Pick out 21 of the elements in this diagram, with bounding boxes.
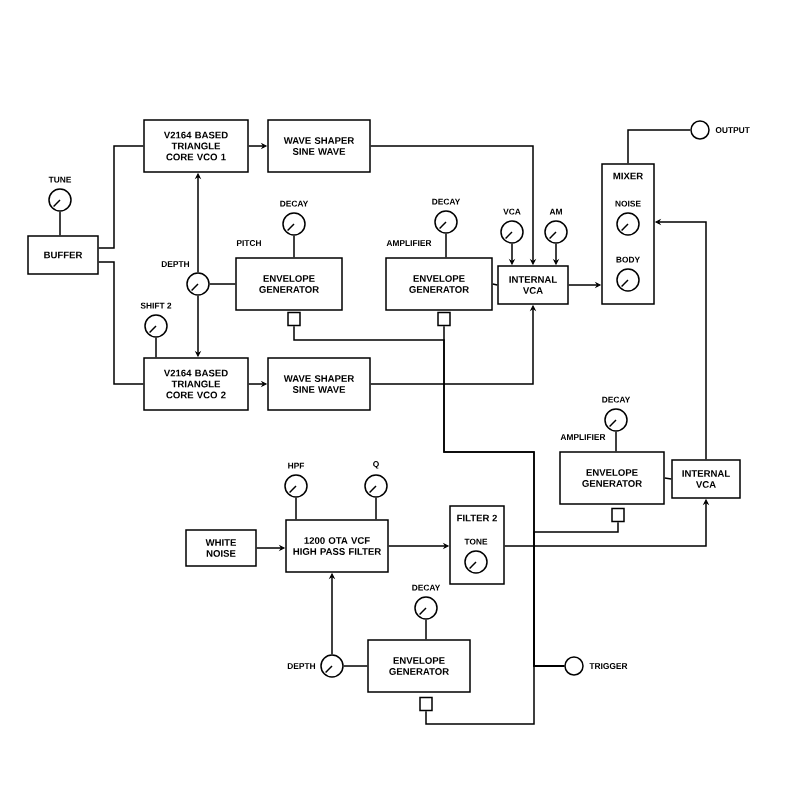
connector-line: [59, 211, 61, 236]
connector-line: [98, 261, 144, 385]
connector-line: [445, 233, 447, 258]
connector-line: [615, 431, 617, 452]
connector-line: [155, 337, 157, 358]
connector-line: [98, 145, 144, 249]
connector-line: [375, 497, 377, 520]
connector-line: [295, 497, 297, 520]
connector-line: [664, 477, 672, 480]
connector-line: [627, 129, 691, 164]
connector-line: [209, 283, 236, 285]
connector-line: [425, 665, 565, 725]
small-square: [611, 507, 625, 523]
connector-line: [492, 283, 498, 286]
connector-line: [343, 665, 368, 667]
small-square: [419, 696, 433, 712]
small-square: [287, 311, 301, 327]
small-square: [437, 311, 451, 327]
connector-line: [293, 235, 295, 258]
connector-line: [533, 521, 619, 667]
connector-line: [425, 619, 427, 640]
